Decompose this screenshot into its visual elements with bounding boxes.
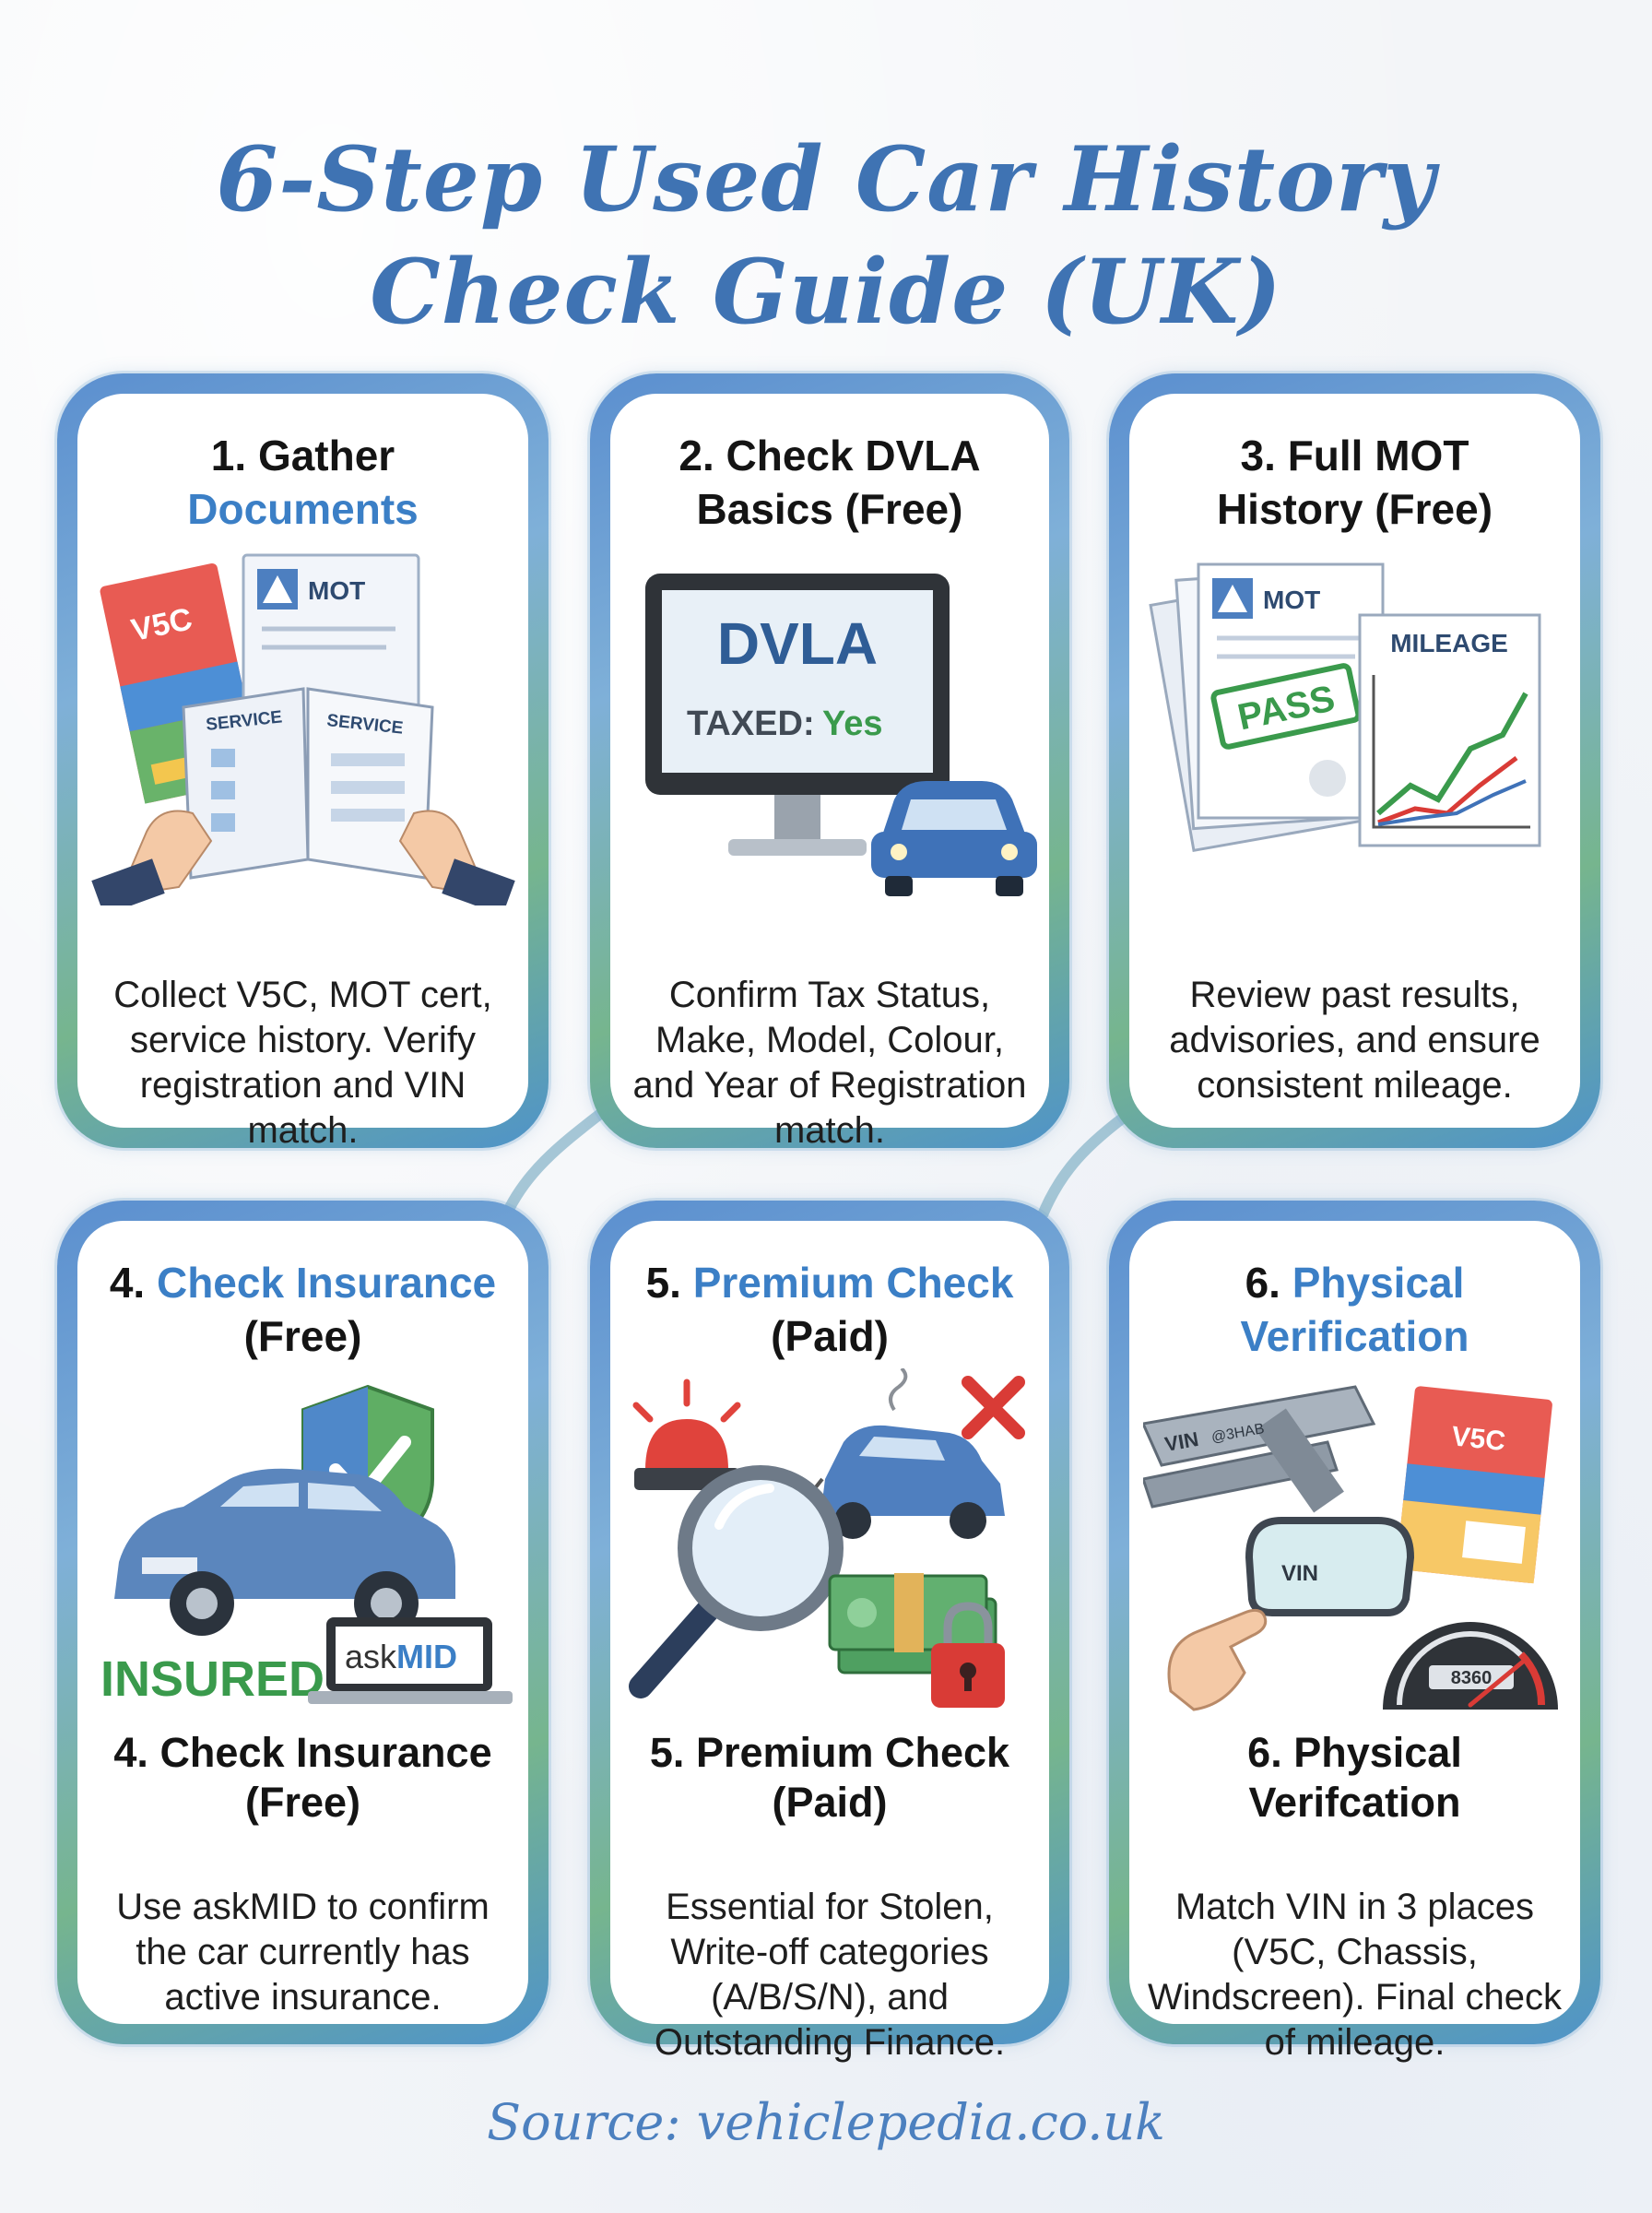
chassis-icon: VIN @3HAB — [1142, 1385, 1375, 1513]
step-5-title-b: (Paid) — [771, 1312, 889, 1360]
pointing-hand-icon — [1167, 1608, 1267, 1711]
step-4-heading: 4. Check Insurance (Free) — [77, 1256, 528, 1363]
step-5-heading: 5. Premium Check (Paid) — [610, 1256, 1049, 1363]
step-1-heading: 1. Gather Documents — [77, 429, 528, 536]
step-4-subtitle-b: (Free) — [244, 1779, 361, 1826]
odometer-icon: 8360 — [1382, 1622, 1558, 1710]
laptop-askmid-icon: askMID — [307, 1617, 513, 1704]
step-6-heading: 6. Physical Verification — [1129, 1256, 1580, 1363]
step-1-description: Collect V5C, MOT cert, service history. … — [113, 975, 492, 1151]
svg-text:VIN: VIN — [1281, 1561, 1318, 1586]
step-card-4: 4. Check Insurance (Free) INSURED — [57, 1201, 549, 2044]
step-6-subtitle-b: Verifcation — [1248, 1779, 1461, 1826]
padlock-icon — [931, 1602, 1005, 1708]
physical-verification-illustration: VIN @3HAB V5C VIN — [1129, 1368, 1580, 1737]
hands-icon — [90, 810, 515, 905]
step-card-1: 1. Gather Documents V5C MOT — [57, 373, 549, 1151]
step-card-5: 5. Premium Check (Paid) — [590, 1201, 1069, 2063]
service-book-icon: SERVICE SERVICE — [181, 687, 434, 880]
title-line-1: 6-Step Used Car History — [216, 127, 1436, 232]
svg-text:MOT: MOT — [308, 576, 365, 605]
svg-text:MOT: MOT — [1263, 586, 1320, 614]
step-5-subtitle-b: (Paid) — [772, 1779, 888, 1826]
step-6-description: Match VIN in 3 places (V5C, Chassis, Win… — [1147, 1887, 1563, 2063]
step-5-subtitle-a: 5. Premium Check — [649, 1729, 1010, 1776]
step-3-title-b: History (Free) — [1216, 485, 1493, 533]
step-1-title-b: Documents — [187, 485, 419, 533]
mot-pass-certificate-icon: MOT PASS — [1148, 562, 1384, 853]
step-4-subtitle: 4. Check Insurance (Free) — [77, 1728, 528, 1828]
step-3-description: Review past results, advisories, and ens… — [1169, 975, 1540, 1106]
step-5-title-a: Premium Check — [692, 1259, 1014, 1307]
svg-text:askMID: askMID — [345, 1638, 457, 1675]
step-card-3: 3. Full MOT History (Free) MOT PASS — [1109, 373, 1600, 1148]
step-6-title-a: Physical — [1292, 1259, 1465, 1307]
step-5-subtitle: 5. Premium Check (Paid) — [610, 1728, 1049, 1828]
documents-illustration: V5C MOT SERVICE SERVICE — [77, 537, 528, 905]
step-2-heading: 2. Check DVLA Basics (Free) — [610, 429, 1049, 536]
svg-text:DVLA: DVLA — [717, 610, 878, 677]
step-4-number: 4. — [109, 1259, 146, 1307]
monitor-icon: DVLA TAXED: Yes — [645, 574, 950, 856]
step-1-title-a: Gather — [257, 432, 395, 479]
car-icon — [871, 781, 1037, 896]
source-credit: Source: vehiclepedia.co.uk — [487, 2093, 1165, 2151]
svg-text:TAXED:: TAXED: — [687, 704, 815, 743]
svg-text:8360: 8360 — [1450, 1668, 1492, 1688]
step-5-description: Essential for Stolen, Write-off categori… — [654, 1887, 1006, 2063]
step-card-6: 6. Physical Verification VIN @3HAB V5C — [1109, 1201, 1600, 2063]
svg-text:MILEAGE: MILEAGE — [1390, 629, 1508, 657]
svg-text:V5C: V5C — [1450, 1421, 1506, 1457]
step-2-number: 2. — [678, 432, 714, 479]
step-1-number: 1. — [210, 432, 247, 479]
magnifying-glass-icon — [629, 1465, 844, 1698]
red-x-icon — [962, 1376, 1025, 1439]
step-5-number: 5. — [645, 1259, 681, 1307]
step-6-title-b: Verification — [1240, 1312, 1469, 1360]
step-3-title-a: Full MOT — [1287, 432, 1469, 479]
step-6-subtitle: 6. Physical Verifcation — [1129, 1728, 1580, 1828]
premium-check-illustration — [610, 1368, 1049, 1737]
step-6-subtitle-a: 6. Physical — [1247, 1729, 1462, 1776]
crashed-car-icon — [808, 1368, 1005, 1539]
step-4-description: Use askMID to confirm the car currently … — [116, 1887, 490, 2018]
insured-label: INSURED — [100, 1651, 324, 1707]
step-2-title-a: Check DVLA — [726, 432, 981, 479]
insurance-illustration: INSURED askMID — [77, 1368, 528, 1737]
v5c-document-icon: V5C — [1395, 1386, 1552, 1584]
dvla-illustration: DVLA TAXED: Yes — [610, 537, 1049, 905]
svg-text:Yes: Yes — [822, 704, 883, 743]
step-3-number: 3. — [1240, 432, 1276, 479]
mileage-chart-icon: MILEAGE — [1358, 613, 1540, 847]
step-4-title-b: (Free) — [243, 1312, 362, 1360]
page-title: 6-Step Used Car History Check Guide (UK) — [0, 124, 1652, 349]
step-4-subtitle-a: 4. Check Insurance — [113, 1729, 492, 1776]
step-4-title-a: Check Insurance — [156, 1259, 497, 1307]
connector-lines — [500, 1106, 1138, 1217]
step-3-heading: 3. Full MOT History (Free) — [1129, 429, 1580, 536]
step-2-title-b: Basics (Free) — [696, 485, 963, 533]
title-line-2: Check Guide (UK) — [370, 240, 1282, 345]
step-card-2: 2. Check DVLA Basics (Free) DVLA TAXED: … — [590, 373, 1069, 1151]
step-2-description: Confirm Tax Status, Make, Model, Colour,… — [632, 975, 1027, 1151]
windscreen-icon: VIN — [1245, 1517, 1414, 1616]
mot-history-illustration: MOT PASS MILEAGE — [1129, 537, 1580, 905]
step-6-number: 6. — [1245, 1259, 1280, 1307]
siren-icon — [632, 1379, 741, 1490]
